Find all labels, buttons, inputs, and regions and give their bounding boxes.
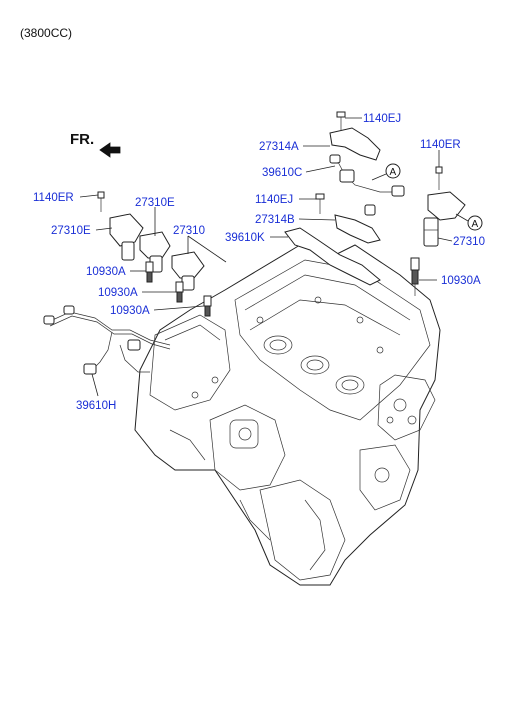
spark-plug-10930a-2	[175, 281, 184, 303]
reference-mark-a-upper: A	[371, 163, 401, 181]
leader-lines	[79, 117, 453, 397]
bracket-27314a	[329, 127, 381, 161]
callout-1140ej-top[interactable]: 1140EJ	[363, 113, 401, 125]
harness-39610c	[329, 154, 405, 216]
callout-39610h[interactable]: 39610H	[76, 400, 116, 412]
spark-plug-10930a-1	[145, 261, 154, 283]
bolt-1140ej-mid	[315, 193, 325, 214]
front-direction-indicator: FR.	[70, 131, 121, 158]
front-arrow-icon	[99, 142, 121, 158]
callout-27314b[interactable]: 27314B	[255, 214, 295, 226]
callout-27314a[interactable]: 27314A	[259, 141, 299, 153]
callout-1140ej-mid[interactable]: 1140EJ	[255, 194, 293, 206]
wiring-harness-39610h	[43, 305, 171, 375]
ignition-coil-27310-right	[423, 191, 466, 247]
ignition-coil-27310e-a	[109, 213, 144, 261]
svg-text:A: A	[390, 167, 397, 178]
callout-10930a-1[interactable]: 10930A	[86, 266, 126, 278]
reference-mark-a-lower: A	[455, 213, 483, 231]
callout-1140er-right[interactable]: 1140ER	[420, 139, 461, 151]
bolt-1140er-left	[97, 191, 105, 212]
bolt-1140ej-top	[336, 111, 346, 130]
front-label: FR.	[70, 131, 94, 148]
callout-10930a-2[interactable]: 10930A	[98, 287, 138, 299]
callout-1140er-left[interactable]: 1140ER	[33, 192, 74, 204]
ignition-coil-27310-left	[171, 251, 205, 291]
svg-text:A: A	[472, 219, 479, 230]
engine-variant-label: (3800CC)	[20, 26, 72, 40]
engine-block	[134, 244, 441, 586]
spark-plug-10930a-right	[410, 257, 420, 296]
callout-27310e-top[interactable]: 27310E	[135, 197, 175, 209]
ignition-coil-27310e-b	[139, 231, 171, 273]
spark-plug-10930a-3	[203, 295, 212, 317]
callout-39610k[interactable]: 39610K	[225, 232, 265, 244]
callout-10930a-right[interactable]: 10930A	[441, 275, 481, 287]
callout-27310e-left[interactable]: 27310E	[51, 225, 91, 237]
harness-bracket-39610k	[284, 227, 381, 286]
callout-27310-right[interactable]: 27310	[453, 236, 485, 248]
callout-10930a-3[interactable]: 10930A	[110, 305, 150, 317]
callout-27310-left[interactable]: 27310	[173, 225, 205, 237]
callout-39610c[interactable]: 39610C	[262, 167, 302, 179]
callout-labels: 1140EJ 27314A 1140ER 39610C 1140EJ 27314…	[33, 113, 485, 412]
bolt-1140er-right	[435, 166, 443, 190]
bracket-27314b	[334, 214, 381, 244]
